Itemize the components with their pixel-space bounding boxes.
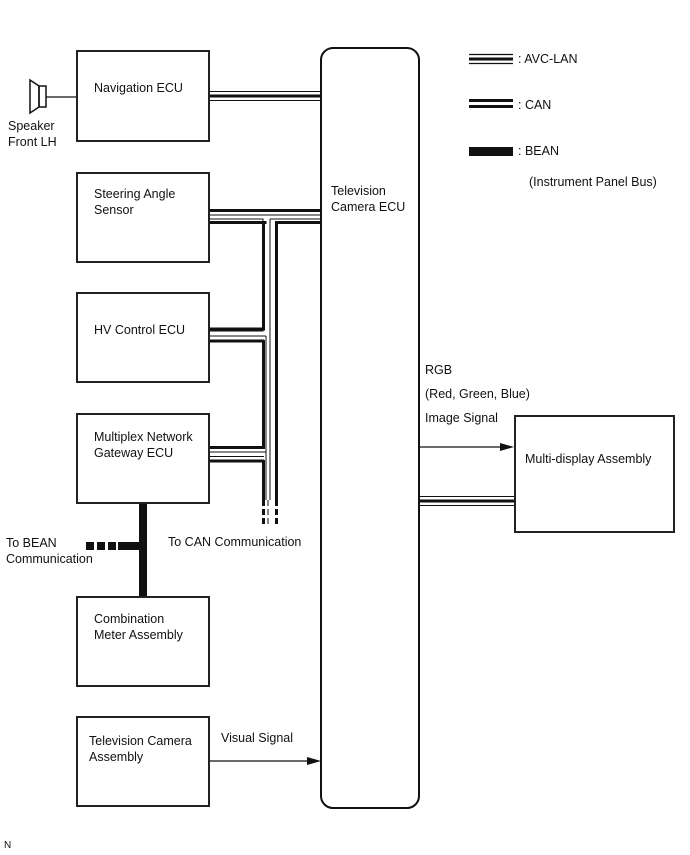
tv-camera-ecu-box <box>320 47 420 809</box>
tv-ecu-label-line2: Camera ECU <box>331 200 406 214</box>
steering-angle-sensor-box <box>76 172 210 263</box>
combo-label-line1: Combination <box>94 612 165 626</box>
navigation-ecu-box <box>76 50 210 142</box>
gateway-label-line1: Multiplex Network <box>94 430 193 444</box>
avc-lan-nav-line <box>209 91 321 101</box>
legend-bean-label: : BEAN <box>518 144 559 158</box>
legend-can-swatch <box>469 99 513 108</box>
can-bus-lines <box>209 209 321 526</box>
navigation-ecu-label: Navigation ECU <box>94 81 183 95</box>
multi-display-label: Multi-display Assembly <box>525 452 652 466</box>
gateway-label-line2: Gateway ECU <box>94 446 174 460</box>
hv-control-ecu-label: HV Control ECU <box>94 323 185 337</box>
to-bean-label-line1: To BEAN <box>6 536 57 550</box>
legend-bean-swatch <box>469 147 513 156</box>
visual-signal-label: Visual Signal <box>221 731 294 745</box>
speaker-label-line2: Front LH <box>8 135 57 149</box>
tvcam-label-line1: Television Camera <box>89 734 192 748</box>
legend-can-label: : CAN <box>518 98 552 112</box>
bean-bus-lines <box>86 503 147 596</box>
speaker-icon <box>29 78 76 115</box>
image-signal-label: Image Signal <box>425 411 498 425</box>
tvcam-label-line2: Assembly <box>89 750 144 764</box>
steering-label-line2: Sensor <box>94 203 134 217</box>
combo-label-line2: Meter Assembly <box>94 628 183 642</box>
speaker-label-line1: Speaker <box>8 119 55 133</box>
multi-display-box <box>514 415 675 533</box>
rgb-arrow <box>419 443 514 451</box>
gateway-ecu-box <box>76 413 210 504</box>
visual-signal-arrow <box>209 757 321 765</box>
legend-avc-lan-swatch <box>469 53 513 65</box>
figure-code: N <box>4 840 12 851</box>
steering-label-line1: Steering Angle <box>94 187 176 201</box>
to-can-label: To CAN Communication <box>168 535 302 549</box>
combination-meter-box <box>76 596 210 687</box>
tv-camera-assembly-box <box>76 716 210 807</box>
legend-bean-note: (Instrument Panel Bus) <box>529 175 657 189</box>
tv-ecu-label-line1: Television <box>331 184 386 198</box>
avc-lan-display-line <box>419 496 514 506</box>
rgb-label: RGB <box>425 363 453 377</box>
rgb-detail-label: (Red, Green, Blue) <box>425 387 530 401</box>
hv-control-ecu-box <box>76 292 210 383</box>
to-bean-label-line2: Communication <box>6 552 93 566</box>
legend-avc-lan-label: : AVC-LAN <box>518 52 578 66</box>
